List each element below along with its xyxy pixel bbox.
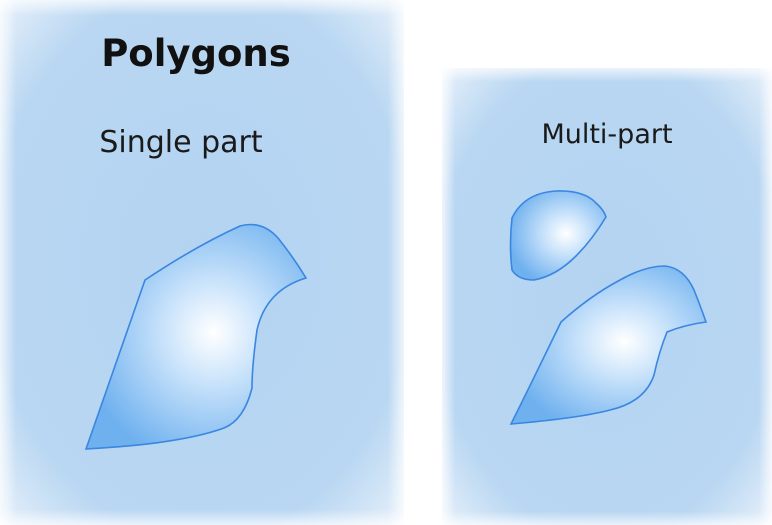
polygon-multi-part-top xyxy=(509,190,607,281)
panel-label-single: Single part xyxy=(99,125,263,160)
page-title: Polygons xyxy=(101,32,291,75)
panel-multi-part: Multi-part xyxy=(442,68,772,525)
polygon-single xyxy=(84,223,308,450)
polygon-multi-part-bottom xyxy=(509,265,708,425)
panel-label-multi: Multi-part xyxy=(541,119,672,150)
panel-single-part: Polygons Single part xyxy=(0,0,404,525)
